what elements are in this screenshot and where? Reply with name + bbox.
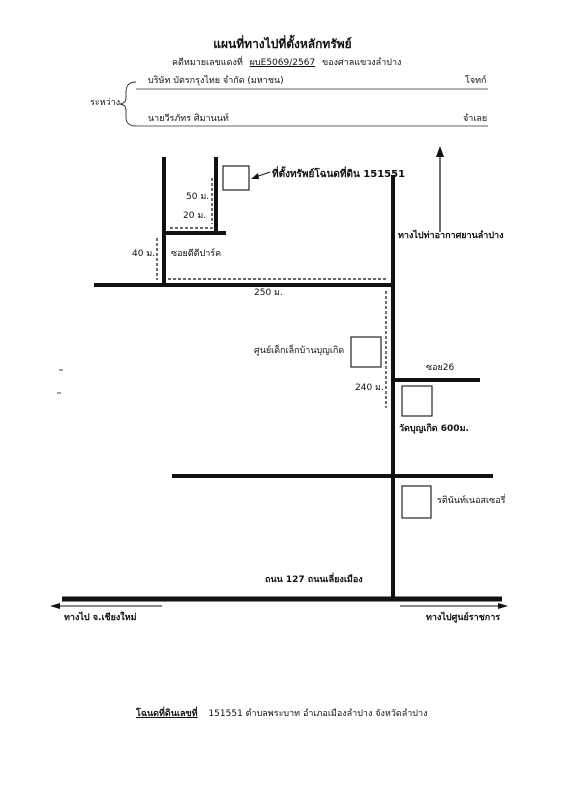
- between-brace: [119, 81, 137, 127]
- page-title: แผนที่ทางไปที่ตั้งหลักทรัพย์: [213, 37, 352, 51]
- temple-label: วัดบุญเกิด 600ม.: [399, 424, 469, 434]
- property-pointer-head: [251, 173, 259, 179]
- plaintiff-role: โจทก์: [465, 76, 487, 86]
- distance-40m-label: 40 ม.: [132, 249, 156, 259]
- distance-240m-label: 240 ม.: [355, 383, 384, 393]
- deed-label: โฉนดที่ดินเลขที่: [136, 709, 198, 719]
- distance-20m-label: 20 ม.: [183, 211, 207, 221]
- airport-arrow-head: [436, 146, 444, 157]
- distance-250m-label: 250 ม.: [254, 288, 283, 298]
- childcare-label: ศูนย์เด็กเล็กบ้านบุญเกิด: [254, 346, 345, 356]
- case-number: ผบE5069/2567: [249, 58, 316, 68]
- property-location-label: ที่ตั้งทรัพย์โฉนดที่ดิน 151551: [272, 169, 406, 180]
- nursery-label: รตินันท์เนอสเซอรี่: [437, 496, 506, 506]
- distance-50m-label: 50 ม.: [186, 192, 210, 202]
- court-name: ของศาลแขวงลำปาง: [322, 58, 402, 68]
- case-label: คดีหมายเลขแดงที่: [172, 58, 243, 68]
- soi-tee-label: ซอยตีตีปาร์ค: [171, 249, 222, 259]
- deed-detail: 151551 ตำบลพระบาท อำเภอเมืองลำปาง จังหวั…: [208, 709, 428, 719]
- deed-line: โฉนดที่ดินเลขที่ 151551 ตำบลพระบาท อำเภอ…: [136, 710, 427, 719]
- govcenter-direction-label: ทางไปศูนย์ราชการ: [426, 613, 501, 623]
- between-label: ระหว่าง: [90, 98, 121, 108]
- childcare-box: [350, 336, 382, 368]
- main-road-label: ถนน 127 ถนนเลี่ยงเมือง: [265, 575, 363, 585]
- soi26-label: ซอย26: [426, 363, 455, 373]
- plaintiff-name: บริษัท บัตรกรุงไทย จำกัด (มหาชน): [148, 76, 284, 86]
- chiangmai-direction-label: ทางไป จ.เชียงใหม่: [64, 613, 137, 623]
- chiangmai-arrow-head: [50, 603, 60, 609]
- case-number-line: คดีหมายเลขแดงที่ ผบE5069/2567 ของศาลแขวง…: [172, 59, 401, 68]
- nursery-box: [401, 485, 432, 519]
- temple-box: [401, 385, 433, 417]
- defendant-role: จำเลย: [463, 114, 488, 124]
- govcenter-arrow-head: [498, 603, 508, 609]
- airport-direction-label: ทางไปท่าอากาศยานลำปาง: [398, 231, 504, 241]
- defendant-name: นายวีรภัทร ศิมานนท์: [148, 114, 229, 124]
- property-plot-box: [222, 165, 250, 191]
